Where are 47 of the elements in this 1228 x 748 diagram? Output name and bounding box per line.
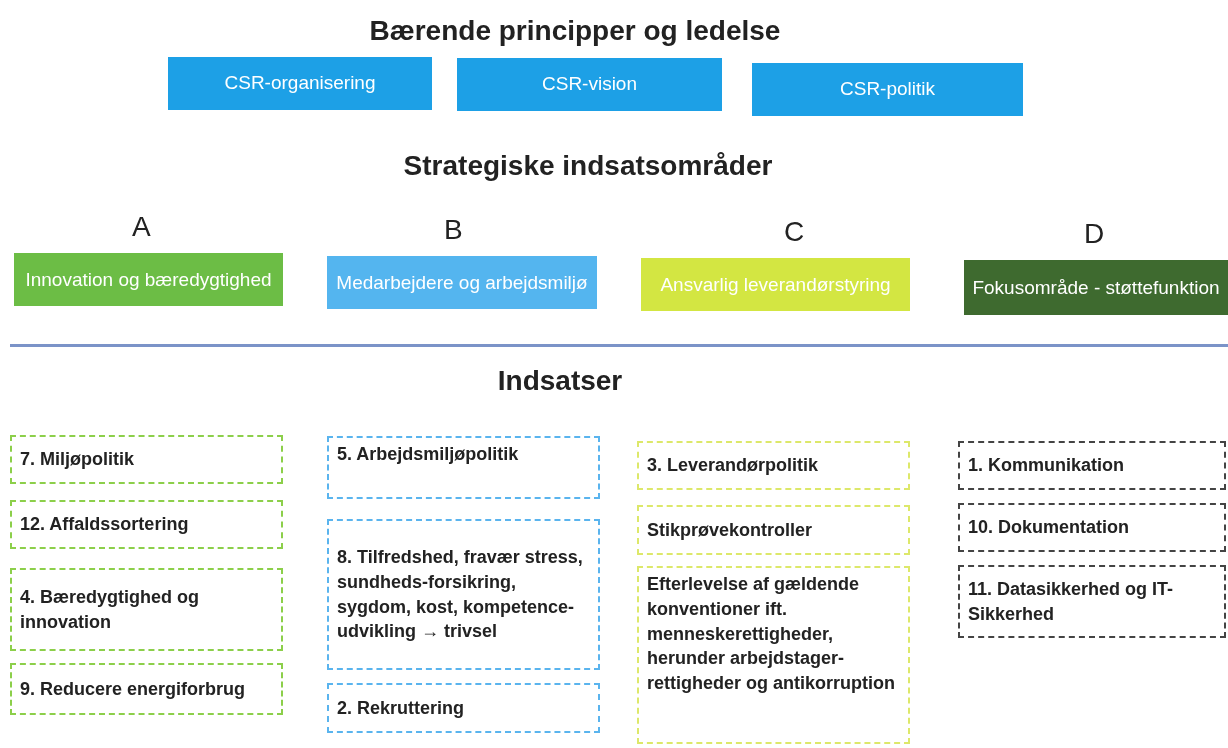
initiative-box	[958, 441, 1226, 490]
box-text: Fokusområde - støttefunktion	[972, 275, 1220, 300]
initiative-box	[637, 566, 910, 744]
initiative-box	[327, 519, 600, 670]
box-text: 8. Tilfredshed, fravær stress, sundheds-forsikring, sygdom, kost, kompetence-udvikling → trivsel	[337, 546, 584, 644]
initiative-box	[10, 500, 283, 549]
category-letter: D	[1084, 220, 1105, 248]
initiative-box	[637, 441, 910, 490]
box-text: 5. Arbejdsmiljøpolitik	[337, 443, 520, 466]
box-text: 10. Dokumentation	[968, 516, 1131, 540]
box-text: 7. Miljøpolitik	[20, 448, 135, 472]
category-letter: B	[444, 216, 463, 244]
diagram-title: Bærende principper og ledelse	[369, 14, 781, 48]
box-text: Innovation og bæredygtighed	[25, 267, 272, 292]
box-text: Medarbejdere og arbejdsmiljø	[336, 270, 588, 295]
initiative-box	[637, 505, 910, 555]
box-text: 4. Bæredygtighed og innovation	[20, 585, 200, 634]
box-text: Stikprøvekontroller	[647, 518, 814, 542]
box-text: 9. Reducere energiforbrug	[20, 677, 247, 701]
initiative-box	[958, 503, 1226, 552]
section-heading: Indsatser	[497, 364, 623, 398]
box-text: 1. Kommunikation	[968, 454, 1125, 478]
category-box	[327, 256, 597, 309]
category-box	[14, 253, 283, 306]
initiative-box	[327, 436, 600, 499]
initiative-box	[10, 435, 283, 484]
box-text: Ansvarlig leverandørstyring	[660, 272, 891, 297]
principle-box	[168, 57, 432, 110]
section-heading: Strategiske indsatsområder	[403, 149, 773, 183]
category-box	[641, 258, 910, 311]
box-text: CSR-politik	[840, 77, 935, 102]
principle-box	[457, 58, 722, 111]
category-letter: C	[784, 218, 805, 246]
box-text: 12. Affaldssortering	[20, 513, 190, 537]
initiative-box	[10, 663, 283, 715]
box-text: CSR-vision	[542, 72, 637, 97]
initiative-box	[958, 565, 1226, 638]
box-text: 2. Rekruttering	[337, 696, 466, 720]
box-text: 11. Datasikkerhed og IT-Sikkerhed	[968, 577, 1175, 626]
category-letter: A	[132, 213, 151, 241]
principle-box	[752, 63, 1023, 116]
box-text: Efterlevelse af gældende konventioner ift. menneskerettigheder, herunder arbejdstager-rettigheder og antikorruption	[647, 573, 896, 695]
initiative-box	[10, 568, 283, 651]
initiative-box	[327, 683, 600, 733]
box-text: CSR-organisering	[224, 71, 376, 96]
box-text: 3. Leverandørpolitik	[647, 454, 820, 478]
category-box	[964, 260, 1228, 315]
